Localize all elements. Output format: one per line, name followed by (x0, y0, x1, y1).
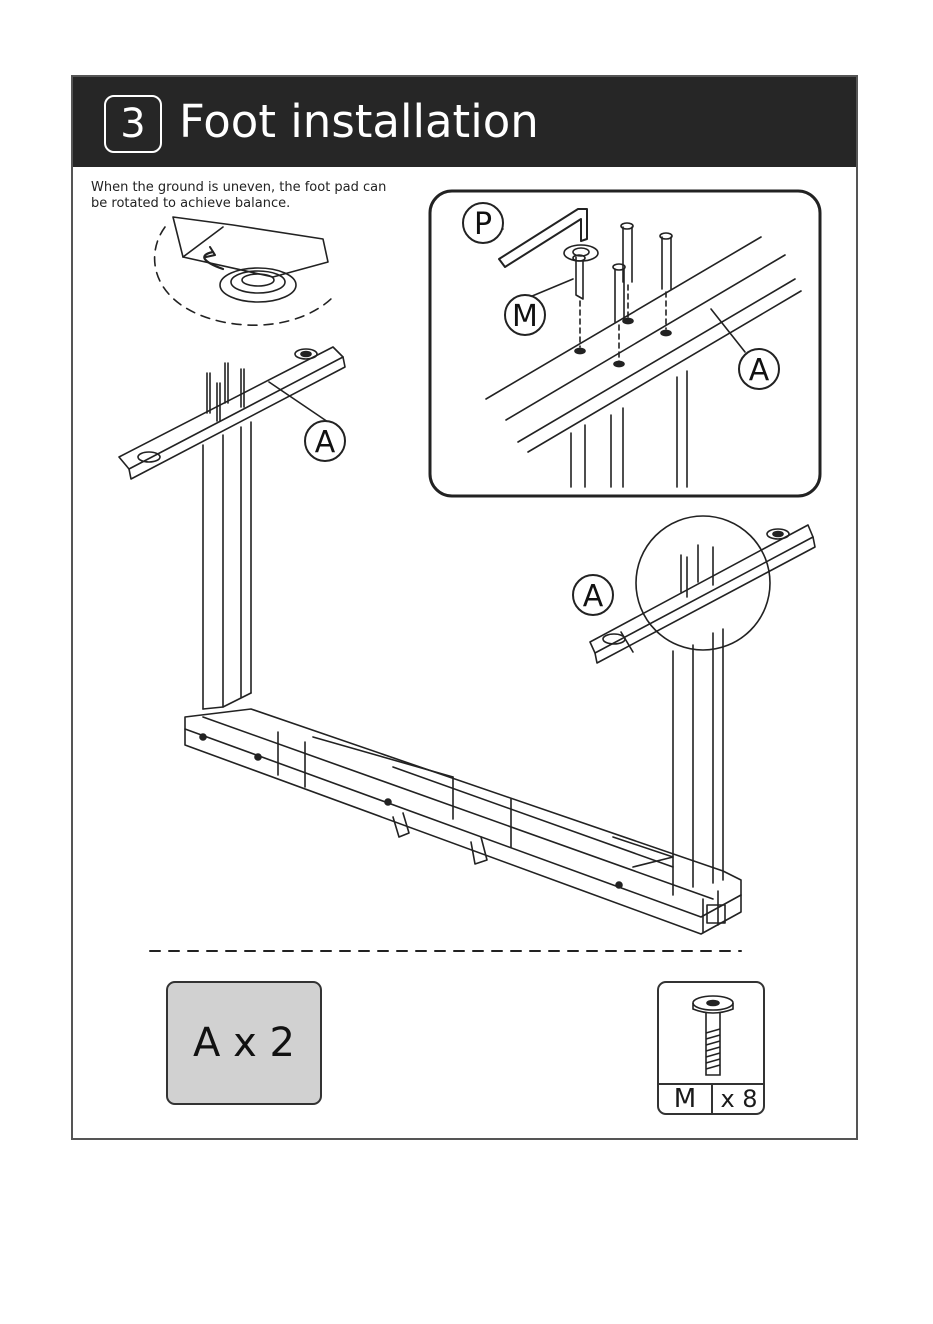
parts-m-box: M x 8 (657, 981, 765, 1115)
instruction-sheet: 3 Foot installation When the ground is u… (71, 75, 858, 1140)
callout-screw: M (512, 299, 538, 334)
parts-m-label: M (659, 1083, 711, 1115)
callout-right-foot: A (583, 579, 604, 614)
callout-left-foot: A (315, 425, 336, 460)
callout-part-detail: A (749, 353, 770, 388)
screw-icon (659, 983, 765, 1083)
parts-m-quantity: x 8 (713, 1083, 765, 1115)
parts-a-count: A x 2 (166, 981, 322, 1105)
foot-pad-rotation-icon (155, 217, 333, 325)
callout-allen-key: P (474, 207, 492, 242)
